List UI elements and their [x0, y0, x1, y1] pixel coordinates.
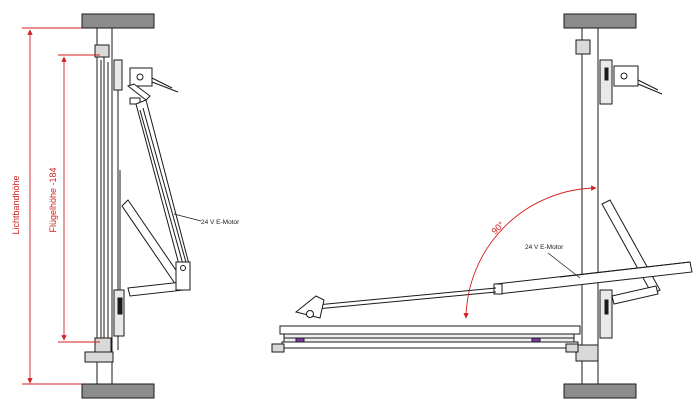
right-bottom-wall: [563, 383, 637, 399]
right-top-wall: [563, 13, 637, 29]
left-top-wall: [81, 13, 155, 29]
motor-right-label: 24 V E-Motor: [525, 244, 564, 251]
angle-dimension: [463, 185, 597, 319]
motor-left-label: 24 V E-Motor: [201, 219, 240, 226]
right-open-sash: [271, 295, 581, 353]
left-dimensions: [22, 27, 100, 385]
left-bottom-wall: [81, 383, 155, 399]
fluegelhoehe-label: Flügelhöhe -184: [48, 167, 58, 232]
right-view-open: 90° 24 V E-Motor: [271, 13, 693, 399]
left-view-closed: Lichtbandhöhe Flügelhöhe -184 24 V E-Mot…: [11, 13, 240, 399]
lichtbandhoehe-label: Lichtbandhöhe: [11, 175, 21, 234]
right-top-bracket: [613, 65, 663, 95]
right-linkage: [601, 199, 661, 305]
left-top-bracket: [126, 67, 179, 105]
right-motor: [305, 261, 693, 311]
left-motor: [135, 99, 191, 273]
motor-left-leader: [173, 213, 202, 222]
left-linkage: [121, 199, 191, 297]
left-frame: [84, 28, 125, 384]
angle-label: 90°: [490, 219, 507, 236]
motor-right-leader: [547, 252, 581, 279]
